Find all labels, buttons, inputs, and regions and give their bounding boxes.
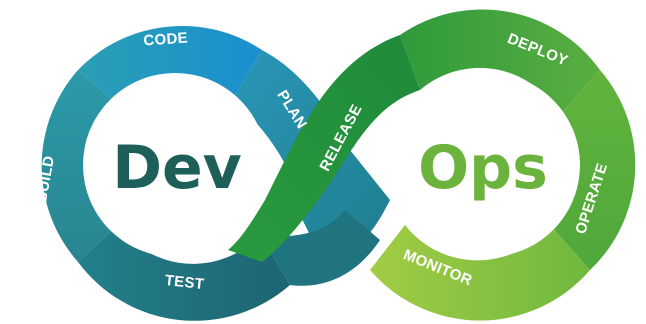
operate-segment <box>550 70 636 270</box>
release-segment <box>228 35 420 262</box>
ops-hole <box>396 73 580 257</box>
ops-title: Ops <box>418 133 548 203</box>
dev-title: Dev <box>112 133 242 203</box>
test-segment <box>78 225 290 321</box>
stage-label-code: CODE <box>143 29 189 49</box>
stage-label-test: TEST <box>164 272 205 293</box>
monitor-segment <box>370 225 590 321</box>
crossover-lower-segment <box>260 210 380 286</box>
dev-hole <box>83 73 267 257</box>
deploy-segment <box>400 9 600 116</box>
